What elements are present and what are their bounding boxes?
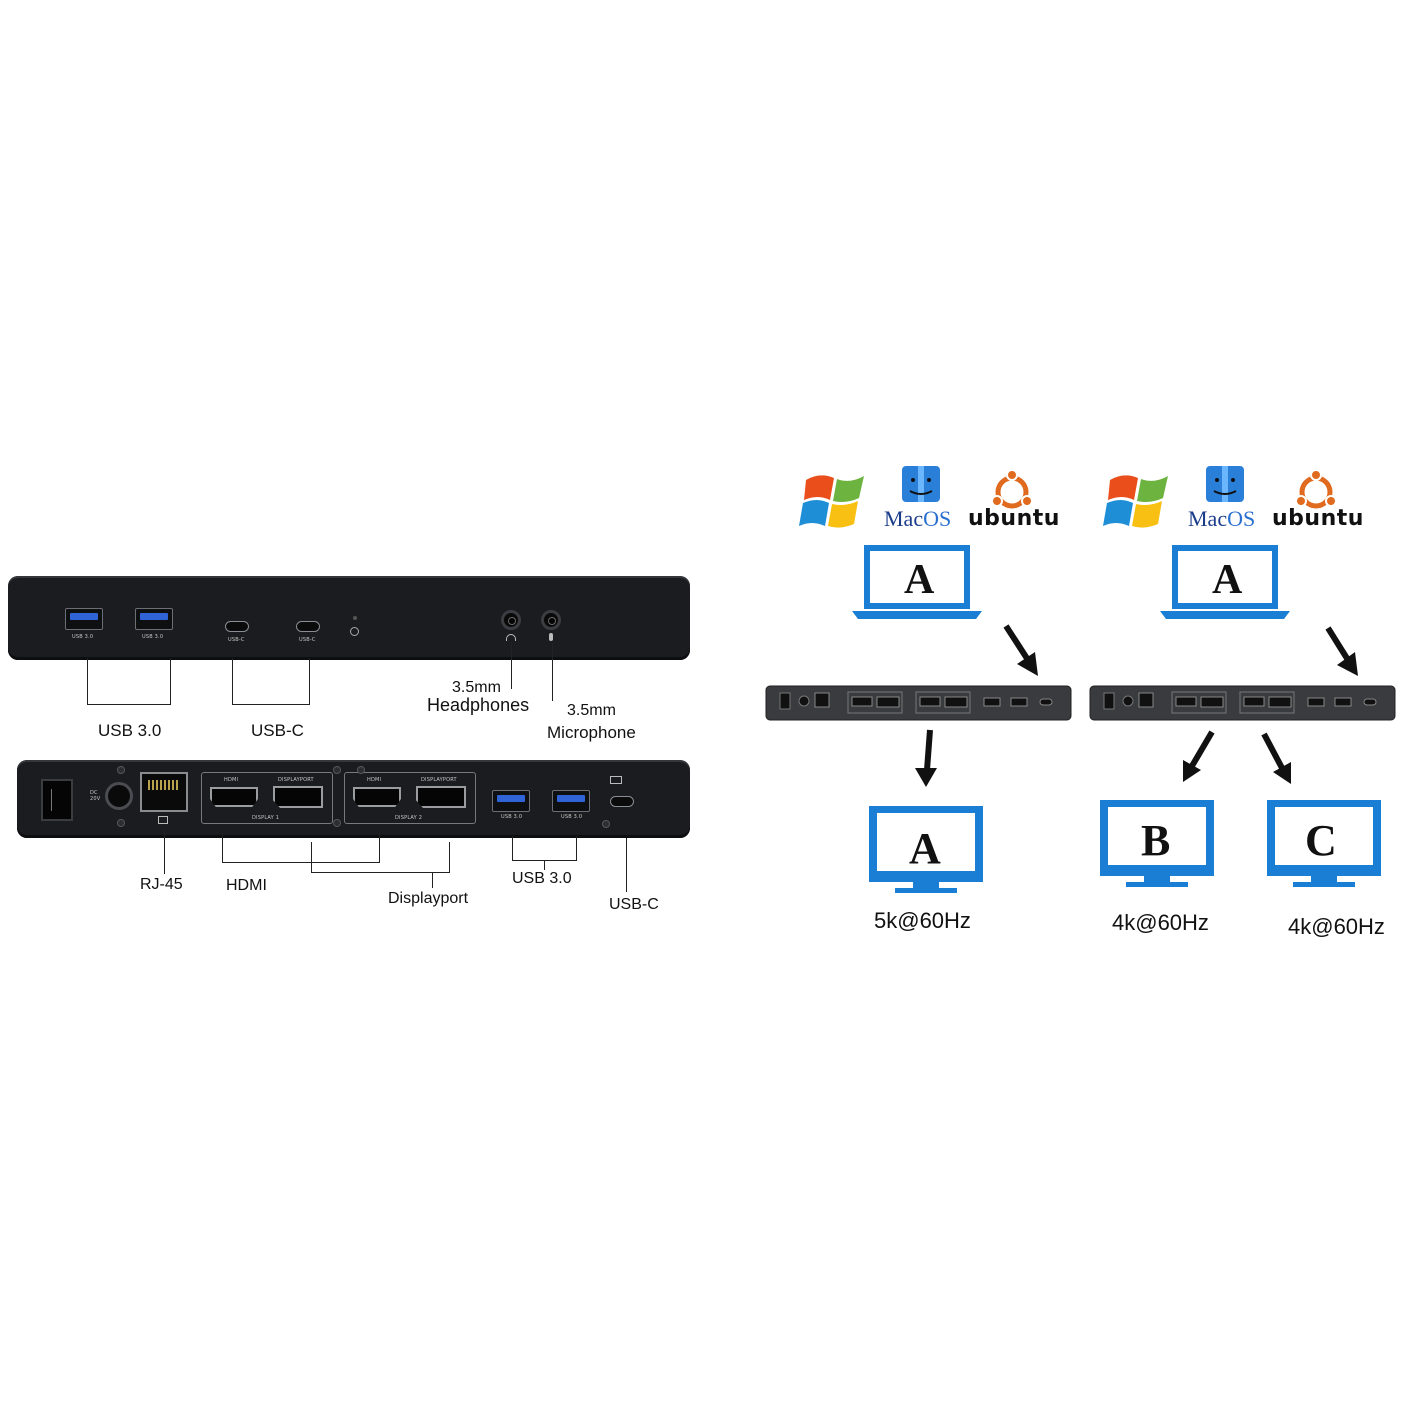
monitor-letter: C <box>1305 816 1337 865</box>
rear-usb-port-1 <box>492 790 530 812</box>
microphone-label-line1: 3.5mm <box>567 702 616 719</box>
front-usbc-port-2-print: USB-C <box>299 637 316 643</box>
rear-usb-port-2-print: USB 3.0 <box>561 814 583 820</box>
display-group-2: HDMI DISPLAYPORT DISPLAY 2 <box>344 772 476 824</box>
laptop-letter: A <box>904 557 935 603</box>
macos-logo-icon <box>1206 466 1244 502</box>
rear-screw-4 <box>333 819 341 827</box>
rear-usb30-leader-line <box>544 860 545 870</box>
arrowhead-icon <box>915 652 1358 787</box>
display2-displayport-port <box>416 786 466 808</box>
front-usb-port-2-print: USB 3.0 <box>142 634 164 640</box>
dock-thumbnail-icon <box>1089 685 1396 721</box>
dc-power-jack <box>105 782 133 810</box>
display2-print: DISPLAY 2 <box>395 815 423 821</box>
rear-screw-6 <box>602 820 610 828</box>
monitor-resolution-label: 5k@60Hz <box>874 908 971 933</box>
network-icon <box>158 816 168 824</box>
hdmi-bracket <box>222 834 380 863</box>
macos-logo-icon <box>902 466 940 502</box>
ubuntu-logo-text: ubuntu <box>1272 506 1364 531</box>
dock-front-panel: USB 3.0 USB 3.0 USB-C USB-C <box>8 576 690 660</box>
front-usbc-port-2 <box>296 621 320 632</box>
macos-os-text: OS <box>1227 506 1256 531</box>
dock-thumbnail-icon <box>765 685 1072 721</box>
display1-hdmi-port <box>210 787 258 807</box>
windows-logo-icon <box>799 475 864 528</box>
macos-logo-text: MacOS <box>884 506 951 532</box>
rear-screw-3 <box>333 766 341 774</box>
rear-usb30-label: USB 3.0 <box>512 870 572 887</box>
front-usbc-port-1-print: USB-C <box>228 637 245 643</box>
power-switch <box>41 779 73 821</box>
front-usbc-port-1 <box>225 621 249 632</box>
rear-usb-port-1-print: USB 3.0 <box>501 814 523 820</box>
laptop-charge-icon <box>610 776 622 784</box>
ubuntu-logo-text: ubuntu <box>968 506 1060 531</box>
hdmi-label: HDMI <box>226 877 267 894</box>
displayport-label: Displayport <box>388 890 469 907</box>
front-usb30-label: USB 3.0 <box>98 721 162 740</box>
display2-dp-print: DISPLAYPORT <box>421 777 457 783</box>
microphone-label-line2: Microphone <box>547 723 636 742</box>
rear-screw-2 <box>117 819 125 827</box>
front-led-indicator <box>353 616 357 620</box>
display1-dp-print: DISPLAYPORT <box>278 777 314 783</box>
microphone-jack <box>541 610 561 630</box>
macos-mac-text: Mac <box>884 506 924 531</box>
display2-hdmi-port <box>353 787 401 807</box>
front-usbc-label: USB-C <box>251 721 304 740</box>
power-switch-rocker <box>51 789 62 811</box>
dock-rear-panel: DC 20V HDMI DISPLAYPORT DISPLAY 1 HDMI D… <box>17 760 690 838</box>
macos-mac-text: Mac <box>1188 506 1228 531</box>
monitor-letter: B <box>1141 816 1171 865</box>
headphones-label-line2: Headphones <box>427 695 530 715</box>
rj45-port <box>140 772 188 812</box>
rear-screw-5 <box>357 766 365 774</box>
display-group-1: HDMI DISPLAYPORT DISPLAY 1 <box>201 772 333 824</box>
rj45-port-contacts <box>148 780 180 790</box>
ubuntu-logo-icon <box>992 470 1032 506</box>
headphones-label-line1: 3.5mm <box>452 679 501 696</box>
monitor-resolution-label: 4k@60Hz <box>1112 910 1209 935</box>
ubuntu-logo-icon <box>1296 470 1336 506</box>
display2-hdmi-print: HDMI <box>367 777 382 783</box>
front-usb-port-2 <box>135 608 173 630</box>
power-icon <box>350 627 359 636</box>
headphone-icon <box>506 634 516 641</box>
display1-print: DISPLAY 1 <box>252 815 280 821</box>
rj45-leader-line <box>164 830 165 874</box>
front-usbc-bracket <box>232 658 310 705</box>
headphone-jack <box>501 610 521 630</box>
macos-os-text: OS <box>923 506 952 531</box>
monitor-resolution-label: 4k@60Hz <box>1288 914 1385 939</box>
microphone-leader-line <box>552 643 553 701</box>
dc-input-print: DC 20V <box>90 790 101 802</box>
windows-logo-icon <box>1103 475 1168 528</box>
front-usb-port-1 <box>65 608 103 630</box>
rear-usbc-leader-line <box>626 838 627 892</box>
rear-usb-port-2 <box>552 790 590 812</box>
laptop-letter: A <box>1212 557 1243 603</box>
rear-usbc-port <box>610 796 634 807</box>
monitor-letter: A <box>909 824 941 873</box>
rear-screw-1 <box>117 766 125 774</box>
displayport-bracket <box>311 842 450 873</box>
rj45-label: RJ-45 <box>140 876 183 893</box>
rear-usbc-label: USB-C <box>609 896 659 913</box>
microphone-icon <box>549 633 553 641</box>
macos-logo-text: MacOS <box>1188 506 1255 532</box>
front-usb-port-1-print: USB 3.0 <box>72 634 94 640</box>
front-usb30-bracket <box>87 658 171 705</box>
displayport-leader-line <box>432 872 433 888</box>
display1-hdmi-print: HDMI <box>224 777 239 783</box>
arrow-icon <box>924 624 1351 771</box>
display1-displayport-port <box>273 786 323 808</box>
headphones-leader-line <box>511 643 512 689</box>
